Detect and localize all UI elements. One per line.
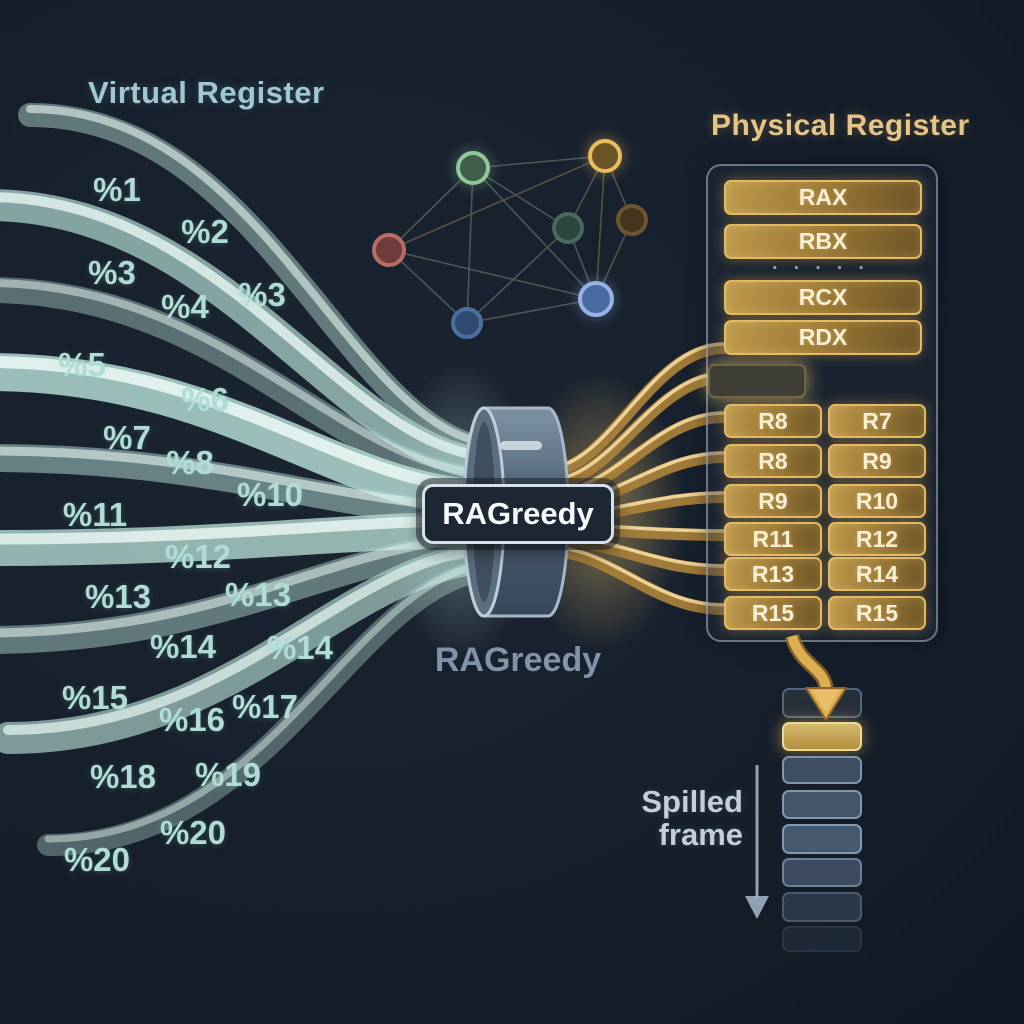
- graph-node-darkblue: [451, 307, 483, 339]
- virtual-register-heading: Virtual Register: [88, 75, 325, 110]
- register-box: R8: [724, 404, 822, 438]
- vreg-label: %2: [181, 213, 229, 250]
- ring-dash: [500, 441, 542, 450]
- stack-slot: [782, 756, 862, 784]
- register-box: R9: [724, 484, 822, 518]
- vreg-label: %14: [266, 629, 334, 666]
- register-box-dim-empty: [708, 364, 806, 398]
- vreg-label: %20: [159, 814, 227, 851]
- stack-slot: [782, 926, 862, 952]
- vreg-label: %14: [149, 628, 217, 665]
- register-box: R10: [828, 484, 926, 518]
- spilled-frame-line1: Spilled: [641, 784, 743, 819]
- stack-slot: [782, 824, 862, 854]
- graph-node-brown: [616, 204, 648, 236]
- register-box: R12: [828, 522, 926, 556]
- vreg-label: %18: [89, 758, 157, 795]
- vreg-label: %20: [63, 841, 131, 878]
- vreg-label: %4: [161, 288, 209, 325]
- register-box-rcx: RCX: [724, 280, 922, 315]
- stack-slot: [782, 892, 862, 922]
- spilled-frame-line2: frame: [658, 816, 743, 852]
- graph-node-green: [456, 151, 490, 185]
- register-box: R9: [828, 444, 926, 478]
- allocator-subtitle: RAGreedy: [434, 641, 602, 679]
- register-box: R13: [724, 557, 822, 591]
- ellipsis-dots: · · · · ·: [772, 258, 870, 279]
- physical-register-heading: Physical Register: [711, 109, 970, 142]
- register-box: R14: [828, 557, 926, 591]
- stack-slot: [782, 858, 862, 887]
- graph-node-gold: [588, 139, 622, 173]
- register-box: R7: [828, 404, 926, 438]
- vreg-label: %16: [158, 701, 226, 738]
- vreg-label: %11: [62, 496, 128, 533]
- register-box-rax: RAX: [724, 180, 922, 215]
- register-box: R15: [828, 596, 926, 630]
- allocator-label: RAGreedy: [422, 484, 614, 544]
- register-box: R8: [724, 444, 822, 478]
- vreg-label: %7: [103, 419, 151, 456]
- vreg-label: %6: [181, 381, 229, 418]
- register-box: R15: [724, 596, 822, 630]
- vreg-label: %5: [58, 346, 106, 383]
- spill-direction-arrow: [745, 765, 769, 919]
- stack-slot-spilled-highlight: [782, 722, 862, 751]
- spill-arrow: [784, 633, 847, 721]
- graph-node-red: [372, 233, 406, 267]
- register-box-rdx: RDX: [724, 320, 922, 355]
- physical-register-panel: RAX RBX · · · · · RCX RDX R8 R7 R8 R9 R9…: [706, 164, 938, 642]
- stack-rails: [769, 676, 868, 958]
- vreg-label: %3: [88, 254, 136, 291]
- vreg-label: %19: [194, 756, 262, 793]
- vreg-label: %15: [61, 679, 129, 716]
- register-box-rbx: RBX: [724, 224, 922, 259]
- interference-graph: [372, 136, 648, 339]
- graph-node-teal: [552, 212, 584, 244]
- vreg-label: %3: [238, 276, 286, 313]
- register-box: R11: [724, 522, 822, 556]
- vreg-label: %13: [224, 576, 292, 613]
- stack-slot: [782, 790, 862, 819]
- spilled-frame-label: Spilled frame: [641, 784, 743, 852]
- vreg-label: %17: [231, 688, 299, 725]
- vreg-label: %1: [93, 171, 141, 208]
- vreg-label: %13: [84, 578, 152, 615]
- vreg-label: %10: [236, 476, 304, 513]
- vreg-label: %8: [166, 444, 214, 481]
- graph-node-blue: [578, 281, 614, 317]
- vreg-label: %12: [164, 538, 232, 575]
